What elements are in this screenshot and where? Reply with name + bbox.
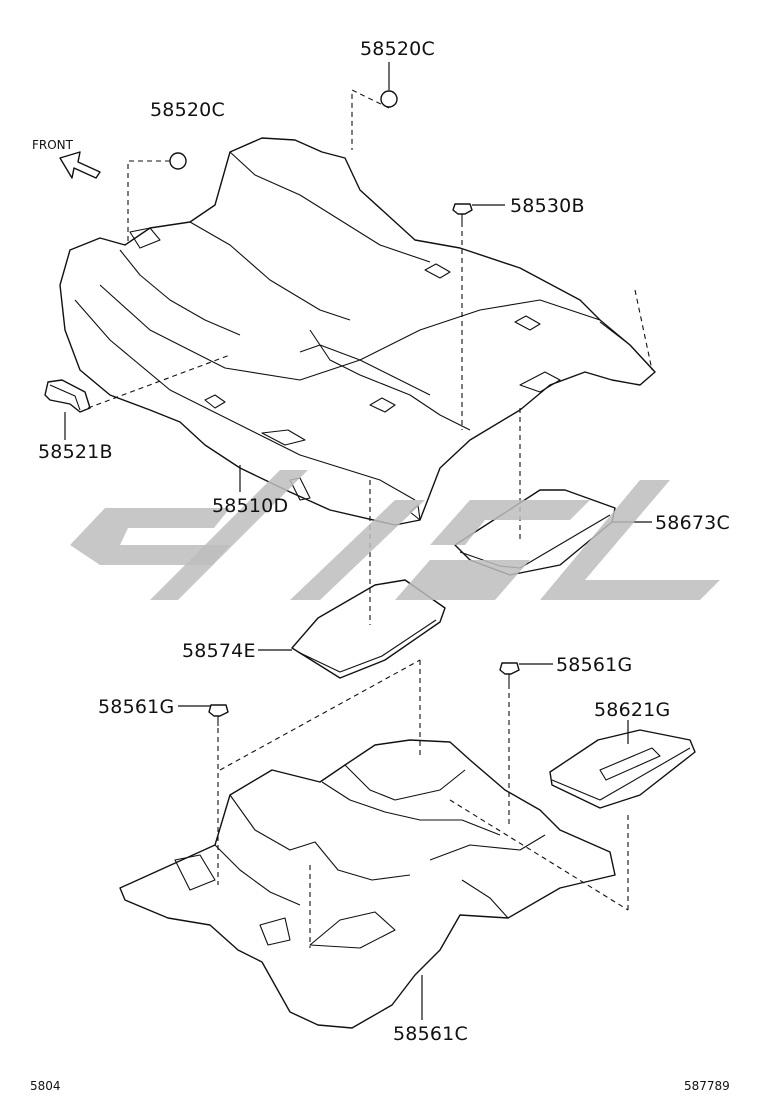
pad-58621g [549,729,696,809]
callout-58574e: 58574E [182,640,256,662]
callout-58673c: 58673C [655,512,730,534]
callout-58510d: 58510D [212,495,288,517]
lower-floor-carpet [119,739,616,1029]
clip-58520c-left [169,152,187,170]
assembly-lines [87,89,653,948]
callout-58561g-right: 58561G [556,654,632,676]
clip-58520c-right [380,90,398,108]
clip-58530b-part [452,203,473,222]
watermark-logo [70,470,720,600]
front-arrow-icon [59,151,101,179]
callout-58561c: 58561C [393,1023,468,1045]
front-label: FRONT [32,138,74,152]
clip-58561g-right-part [499,662,520,684]
upper-floor-carpet [59,137,656,526]
callout-58520c-left: 58520C [150,99,225,121]
footer-left-code: 5804 [30,1079,61,1093]
pad-58574e [291,579,446,679]
callout-58520c-top: 58520C [360,38,435,60]
callout-58530b: 58530B [510,195,585,217]
callout-58621g: 58621G [594,699,670,721]
callout-58521b: 58521B [38,441,113,463]
callout-58561g-left: 58561G [98,696,174,718]
clip-58521b-part [44,379,91,413]
footer-right-code: 587789 [684,1079,730,1093]
clip-58561g-left-part [208,704,229,726]
